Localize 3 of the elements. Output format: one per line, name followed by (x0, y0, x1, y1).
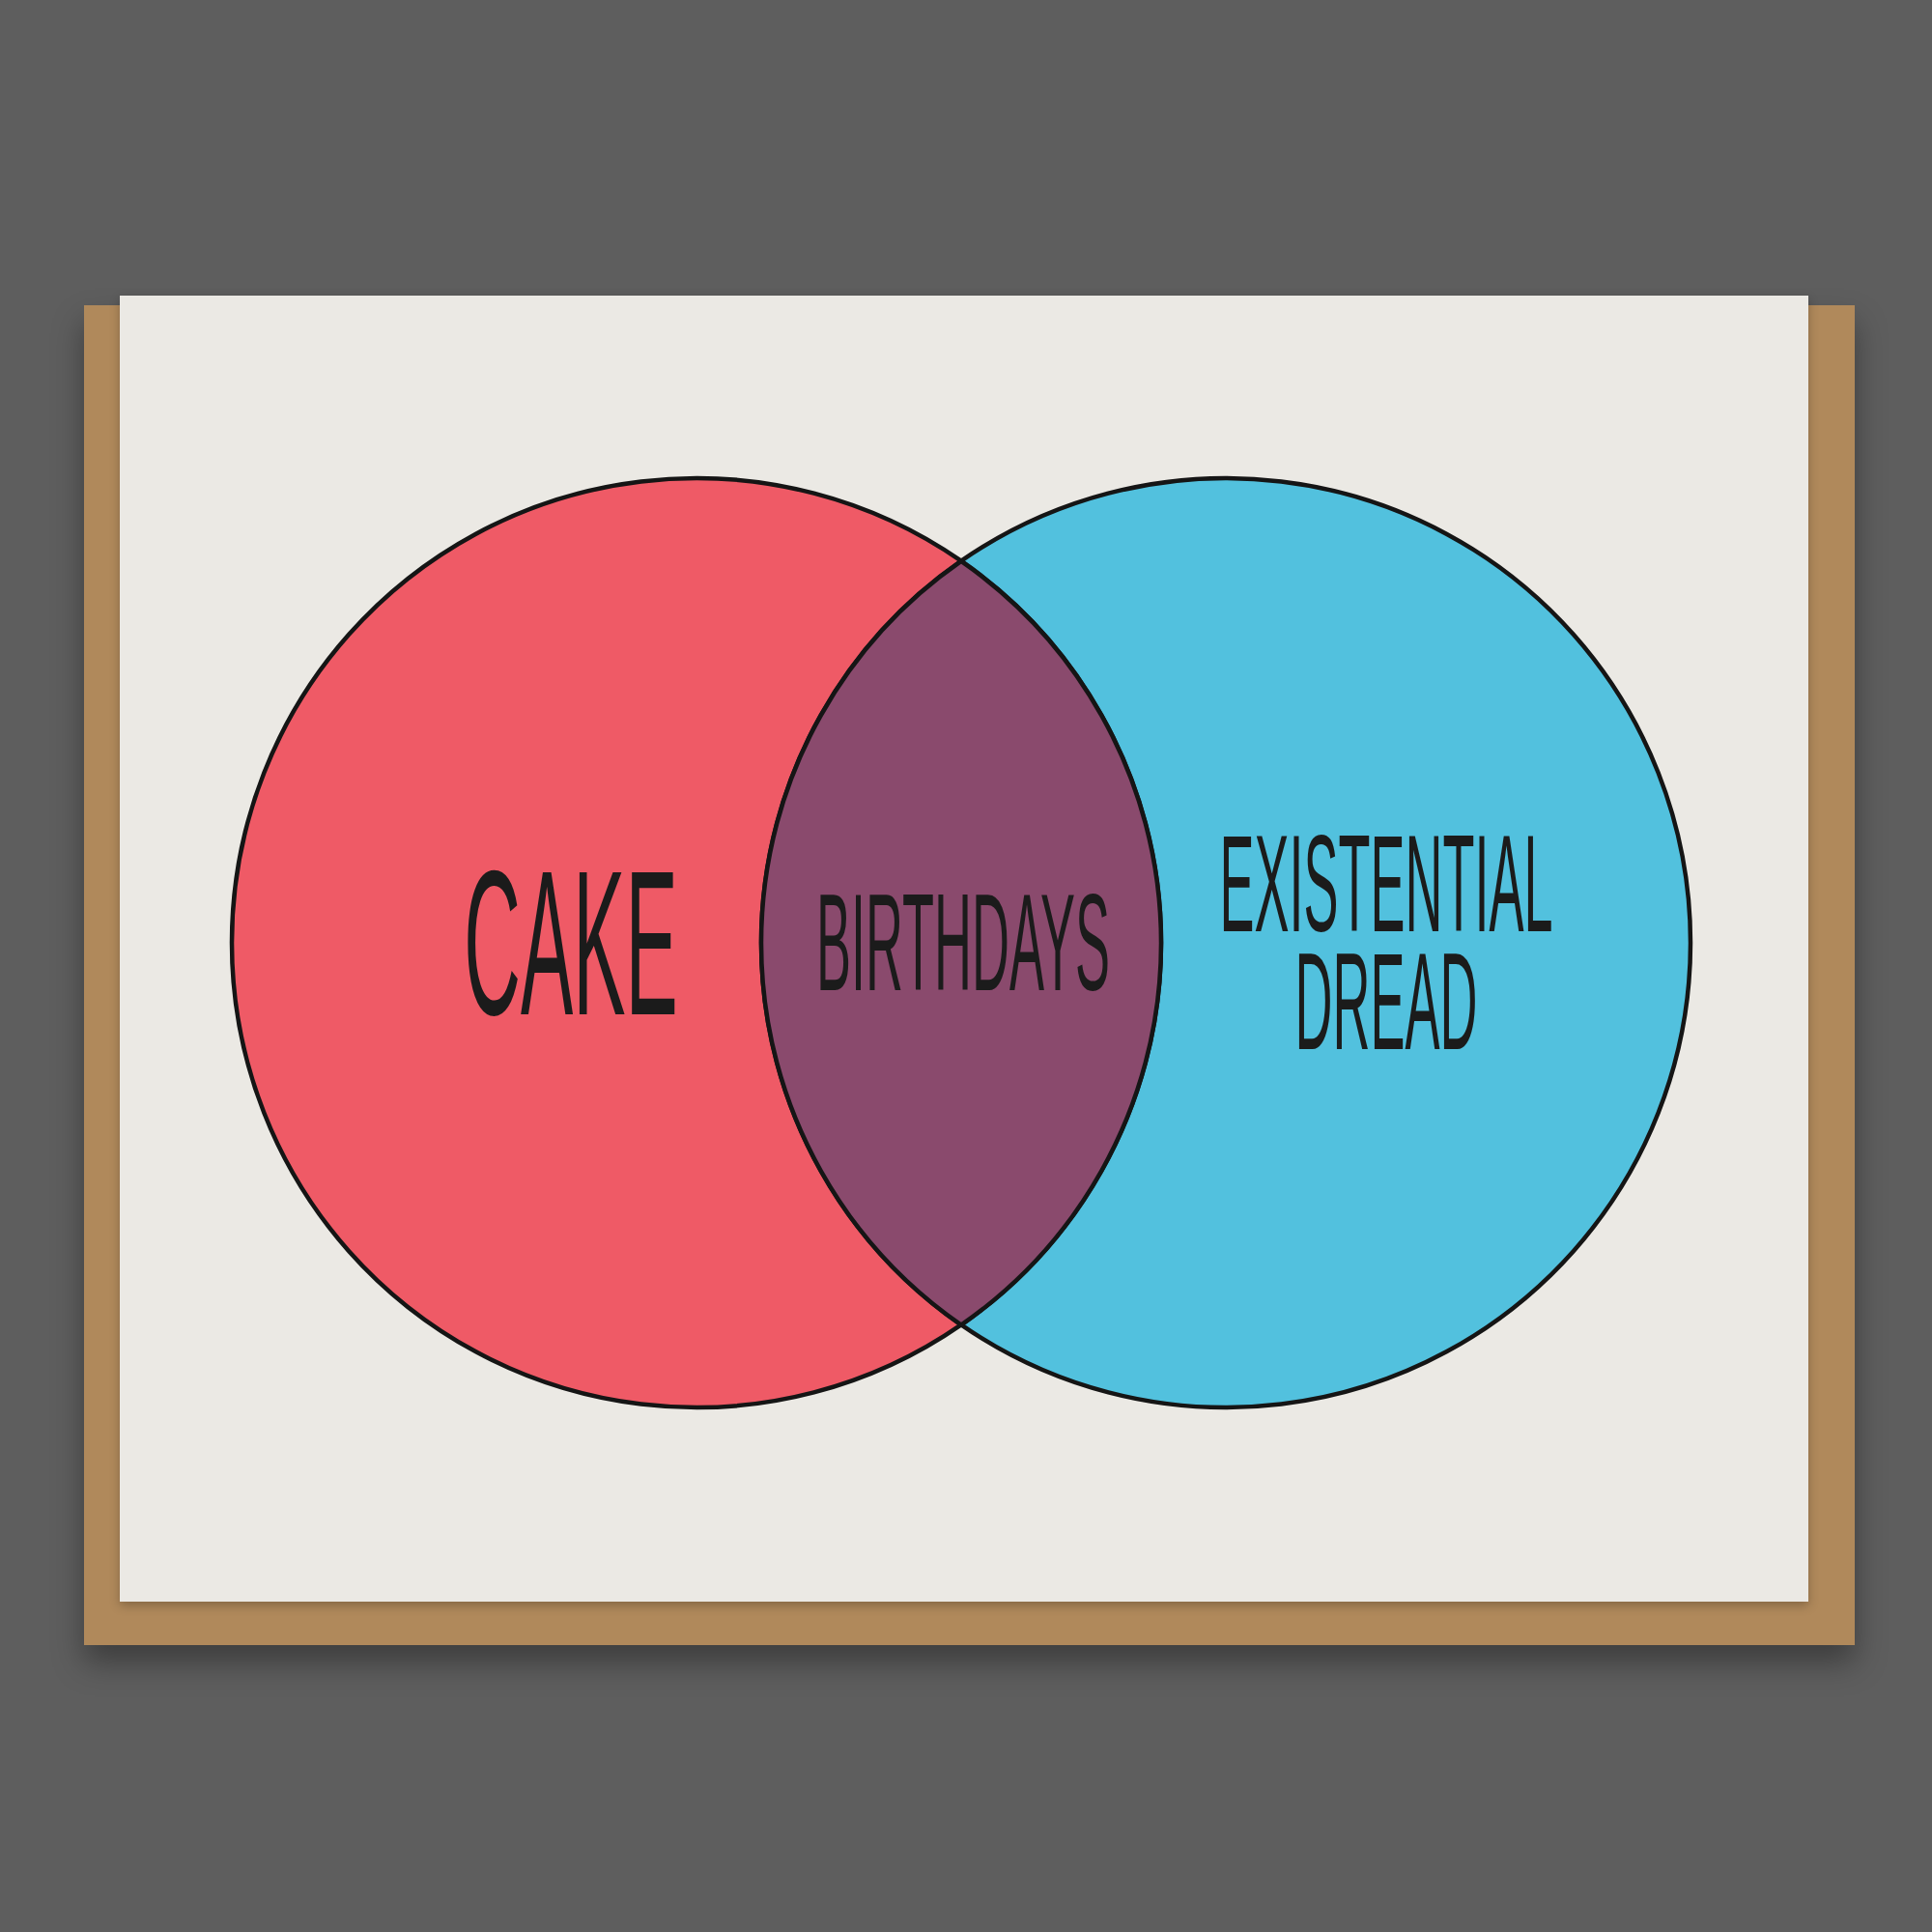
set-label: CAKE (463, 854, 679, 1032)
intersection-label: BIRTHDAYS (815, 884, 1111, 1002)
set-label: EXISTENTIAL DREAD (1218, 825, 1554, 1061)
